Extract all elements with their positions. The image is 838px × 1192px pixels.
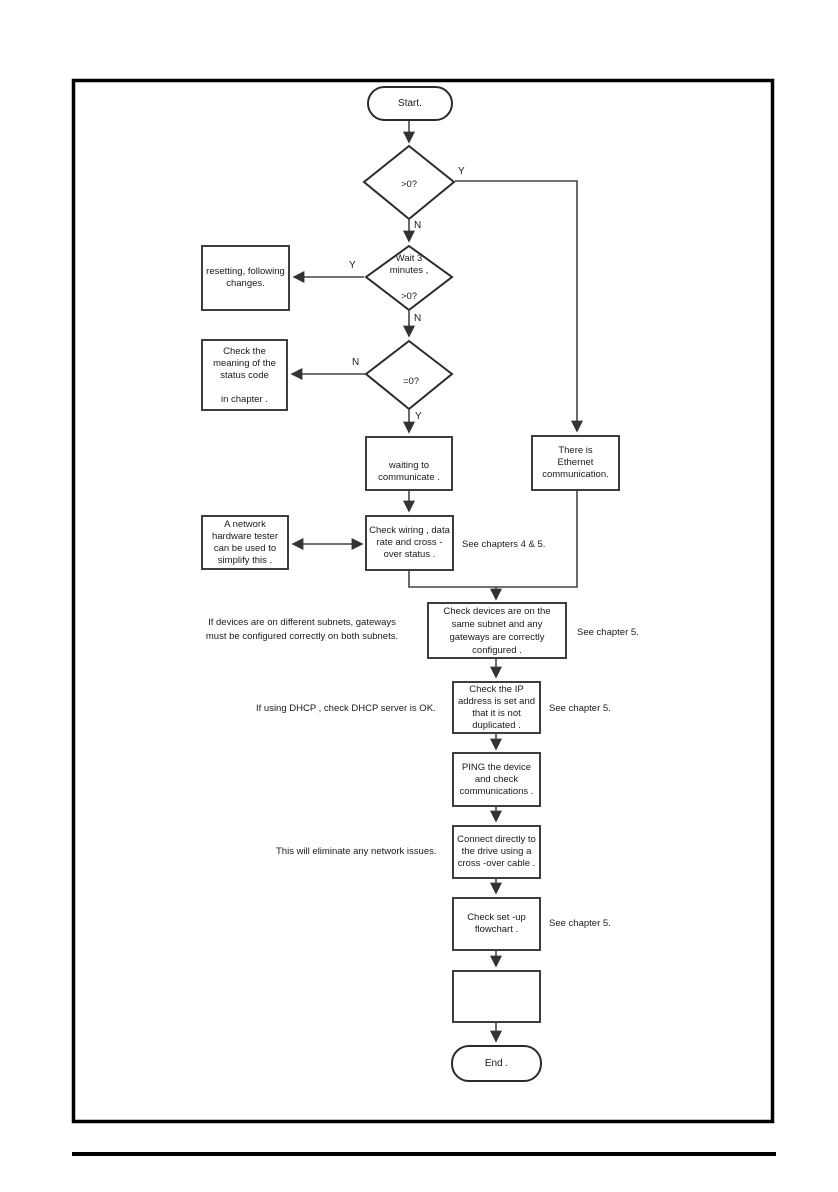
start-terminal: Start. — [367, 86, 453, 121]
process-box-wiring: Check wiring , data rate and cross - ove… — [365, 515, 454, 571]
process-box-ethernet: There is Ethernet communication. — [531, 435, 620, 491]
connector-merge-path — [408, 491, 578, 588]
note-subnets: If devices are on different subnets, gat… — [205, 617, 399, 642]
process-box-setup: Check set -up flowchart . — [452, 897, 541, 951]
note-see-chapter-5-devices: See chapter 5. — [577, 627, 639, 638]
decision-wait3-label-bottom: >0? — [400, 291, 418, 302]
decision-diamond-eq0 — [364, 339, 454, 411]
start-label: Start. — [398, 97, 422, 109]
branch-d1-no: N — [414, 220, 422, 231]
branch-d2-yes: Y — [349, 260, 356, 271]
process-box-waiting: waiting to communicate . — [365, 436, 453, 491]
note-dhcp: If using DHCP , check DHCP server is OK. — [256, 703, 436, 714]
process-box-empty — [452, 970, 541, 1023]
process-box-connect: Connect directly to the drive using a cr… — [452, 825, 541, 879]
decision-gt0-label: >0? — [400, 179, 418, 190]
process-box-status-code: Check the meaning of the status code in … — [201, 339, 288, 411]
note-see-chapters-4-5: See chapters 4 & 5. — [462, 539, 546, 550]
branch-d3-yes: Y — [415, 411, 422, 422]
end-terminal: End . — [451, 1045, 542, 1082]
note-see-chapter-5-setup: See chapter 5. — [549, 918, 611, 929]
process-box-tester: A network hardware tester can be used to… — [201, 515, 289, 570]
decision-eq0-label: =0? — [402, 376, 420, 387]
decision-diamond-gt0 — [362, 144, 456, 221]
branch-d1-yes: Y — [458, 166, 465, 177]
end-label: End . — [484, 1057, 509, 1069]
note-see-chapter-5-ip: See chapter 5. — [549, 703, 611, 714]
branch-d3-no: N — [352, 357, 360, 368]
process-box-ping: PING the device and check communications… — [452, 752, 541, 807]
note-network-issues: This will eliminate any network issues. — [276, 846, 437, 857]
decision-wait3-label-top: Wait 3 minutes , — [389, 253, 429, 276]
connector-d1-yes-to-ethernet — [455, 180, 583, 433]
page-border — [71, 78, 775, 1124]
branch-d2-no: N — [414, 313, 422, 324]
process-box-devices: Check devices are on the same subnet and… — [427, 602, 567, 659]
process-box-resetting: resetting, following changes. — [201, 245, 290, 311]
process-box-ip: Check the IP address is set and that it … — [452, 681, 541, 734]
decision-diamond-wait3 — [364, 244, 454, 312]
